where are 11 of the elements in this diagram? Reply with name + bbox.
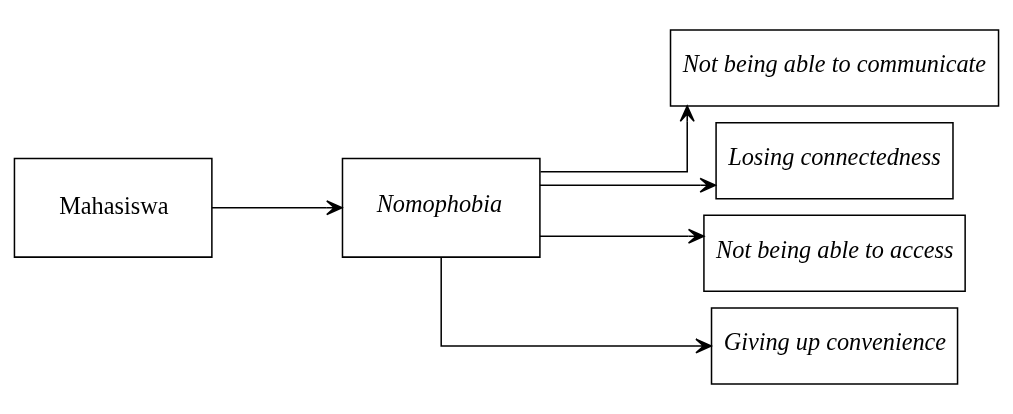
node-box: Nomophobia: [341, 157, 541, 258]
arrow: [211, 200, 343, 216]
node-box: Losing connectedness: [715, 121, 954, 200]
arrow: [539, 228, 705, 244]
node-box: Not being able to communicate: [669, 29, 1000, 107]
node-box: Giving up convenience: [710, 307, 959, 385]
arrow: [539, 105, 695, 173]
node-box: Mahasiswa: [13, 157, 213, 258]
node-box: Not being able to access: [703, 214, 966, 293]
arrow: [440, 256, 712, 354]
arrow: [539, 177, 717, 193]
